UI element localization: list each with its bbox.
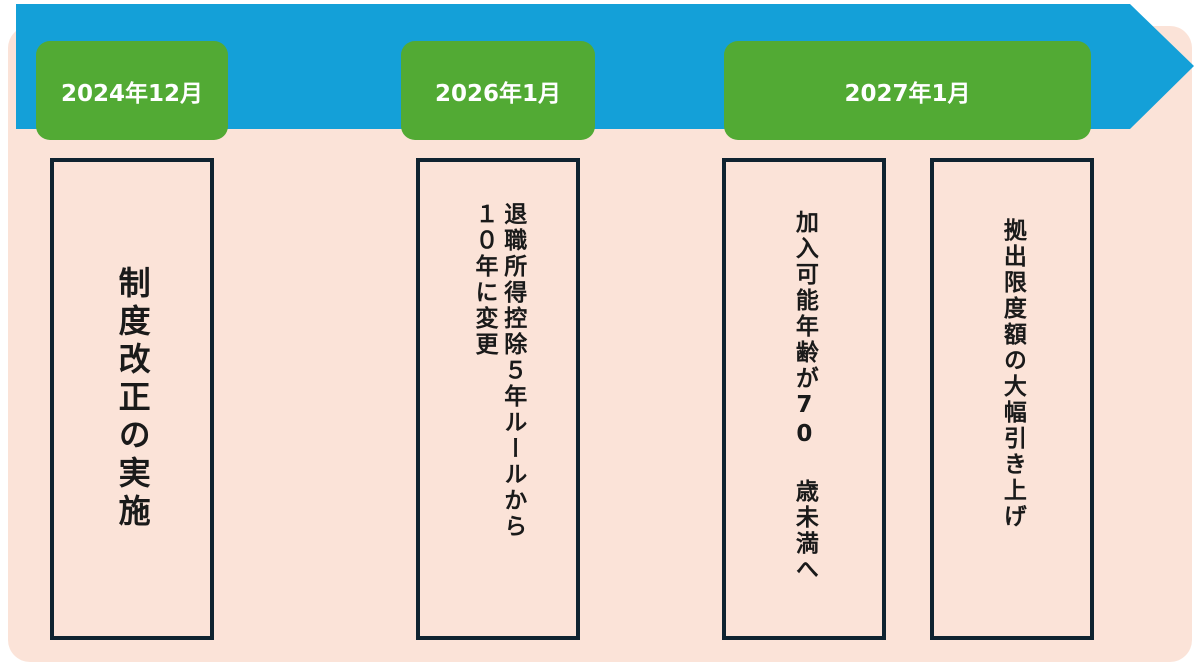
date-label-2026-01: 2026年1月 xyxy=(401,41,595,140)
date-label-2027-01: 2027年1月 xyxy=(724,41,1091,140)
event-text-reform: 制度改正の実施 xyxy=(113,266,152,532)
date-label-2024-12: 2024年12月 xyxy=(36,41,228,140)
event-box-reform: 制度改正の実施 xyxy=(50,158,214,640)
event-box-age-limit: 加入可能年齢が70 歳未満へ xyxy=(722,158,886,640)
event-box-contribution-limit: 拠出限度額の大幅引き上げ xyxy=(930,158,1094,640)
event-box-retirement-deduction: 退職所得控除５年ルールから １０年に変更 xyxy=(416,158,580,640)
event-text-age-limit: 加入可能年齢が70 歳未満へ xyxy=(791,210,818,583)
event-text-retirement-deduction: 退職所得控除５年ルールから １０年に変更 xyxy=(471,202,526,540)
event-text-contribution-limit: 拠出限度額の大幅引き上げ xyxy=(999,218,1026,530)
